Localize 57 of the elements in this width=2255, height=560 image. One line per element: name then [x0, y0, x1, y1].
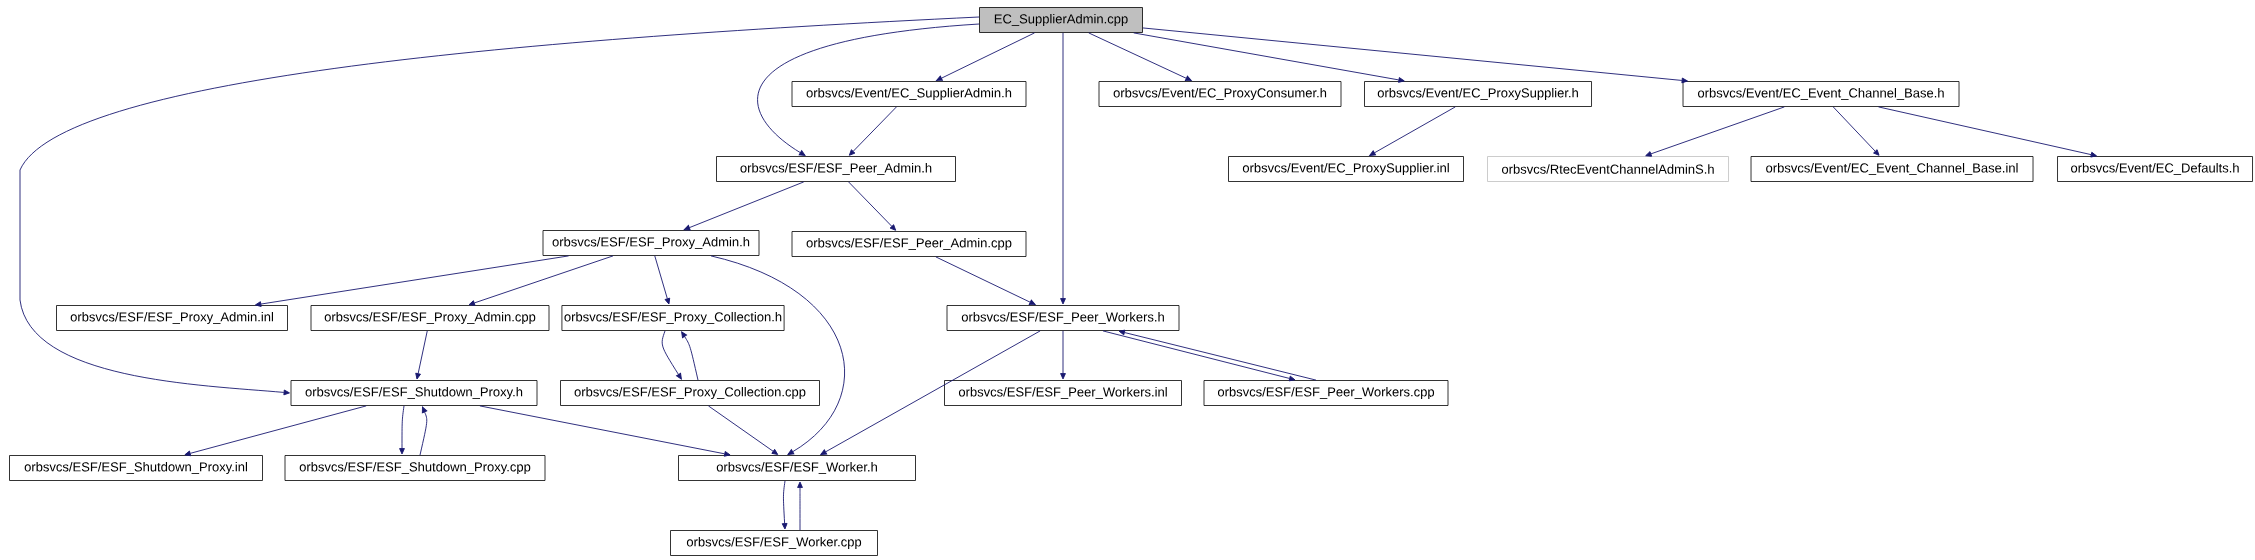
file-box: orbsvcs/Event/EC_ProxySupplier.h — [1364, 81, 1592, 107]
arrow — [781, 480, 788, 530]
arrow — [419, 406, 428, 456]
arrow — [935, 256, 1036, 306]
file-box: orbsvcs/ESF/ESF_Proxy_Admin.cpp — [310, 305, 550, 331]
arrow — [797, 481, 803, 531]
file-box: orbsvcs/Event/EC_Event_Channel_Base.h — [1682, 81, 1960, 107]
file-box: orbsvcs/ESF/ESF_Shutdown_Proxy.cpp — [284, 455, 546, 481]
arrow — [19, 16, 980, 396]
arrow — [468, 255, 614, 306]
arrow — [820, 330, 1041, 455]
arrow — [1133, 32, 1405, 83]
file-box: orbsvcs/ESF/ESF_Proxy_Collection.h — [561, 305, 785, 331]
arrow — [848, 106, 897, 156]
file-box: orbsvcs/ESF/ESF_Shutdown_Proxy.h — [290, 380, 538, 406]
arrow — [1142, 27, 1688, 84]
arrow — [757, 23, 980, 156]
file-box: orbsvcs/ESF/ESF_Peer_Admin.cpp — [791, 231, 1027, 257]
arrow — [936, 32, 1035, 82]
file-box: orbsvcs/Event/EC_ProxySupplier.inl — [1228, 156, 1464, 182]
file-box: orbsvcs/ESF/ESF_Peer_Workers.cpp — [1203, 380, 1449, 406]
arrow — [1102, 330, 1296, 382]
file-box: EC_SupplierAdmin.cpp — [979, 7, 1143, 33]
file-box: orbsvcs/Event/EC_ProxyConsumer.h — [1098, 81, 1342, 107]
file-box: orbsvcs/ESF/ESF_Shutdown_Proxy.inl — [9, 455, 263, 481]
file-box: orbsvcs/Event/EC_Defaults.h — [2057, 156, 2253, 182]
arrow — [1369, 106, 1456, 156]
file-box: orbsvcs/ESF/ESF_Worker.cpp — [670, 530, 878, 556]
file-box: orbsvcs/ESF/ESF_Peer_Workers.h — [946, 305, 1180, 331]
file-box: orbsvcs/ESF/ESF_Peer_Workers.inl — [944, 380, 1182, 406]
arrow — [1645, 106, 1785, 157]
arrow — [661, 330, 682, 380]
file-box: orbsvcs/ESF/ESF_Proxy_Admin.inl — [56, 305, 288, 331]
arrow — [415, 330, 428, 380]
file-box: orbsvcs/Event/EC_Event_Channel_Base.inl — [1750, 156, 2034, 182]
arrow — [479, 405, 731, 457]
arrow — [255, 255, 570, 307]
arrow — [184, 405, 367, 457]
arrow — [1832, 106, 1880, 156]
file-box: orbsvcs/Event/EC_SupplierAdmin.h — [791, 81, 1027, 107]
file-box: orbsvcs/ESF/ESF_Proxy_Collection.cpp — [560, 380, 820, 406]
arrow — [1878, 106, 2097, 158]
arrow — [1088, 32, 1192, 82]
arrow — [1060, 330, 1066, 380]
file-box: orbsvcs/ESF/ESF_Proxy_Admin.h — [542, 230, 760, 256]
arrow — [707, 405, 779, 455]
arrow — [683, 181, 805, 231]
arrow — [848, 181, 897, 231]
arrow — [710, 255, 845, 455]
arrow — [1060, 32, 1066, 305]
arrow — [681, 331, 699, 381]
arrow — [1118, 329, 1317, 381]
file-box: orbsvcs/ESF/ESF_Peer_Admin.h — [716, 156, 956, 182]
file-box: orbsvcs/ESF/ESF_Worker.h — [678, 455, 916, 481]
file-box: orbsvcs/RtecEventChannelAdminS.h — [1487, 156, 1729, 182]
arrow — [399, 405, 405, 455]
arrow — [654, 255, 671, 305]
